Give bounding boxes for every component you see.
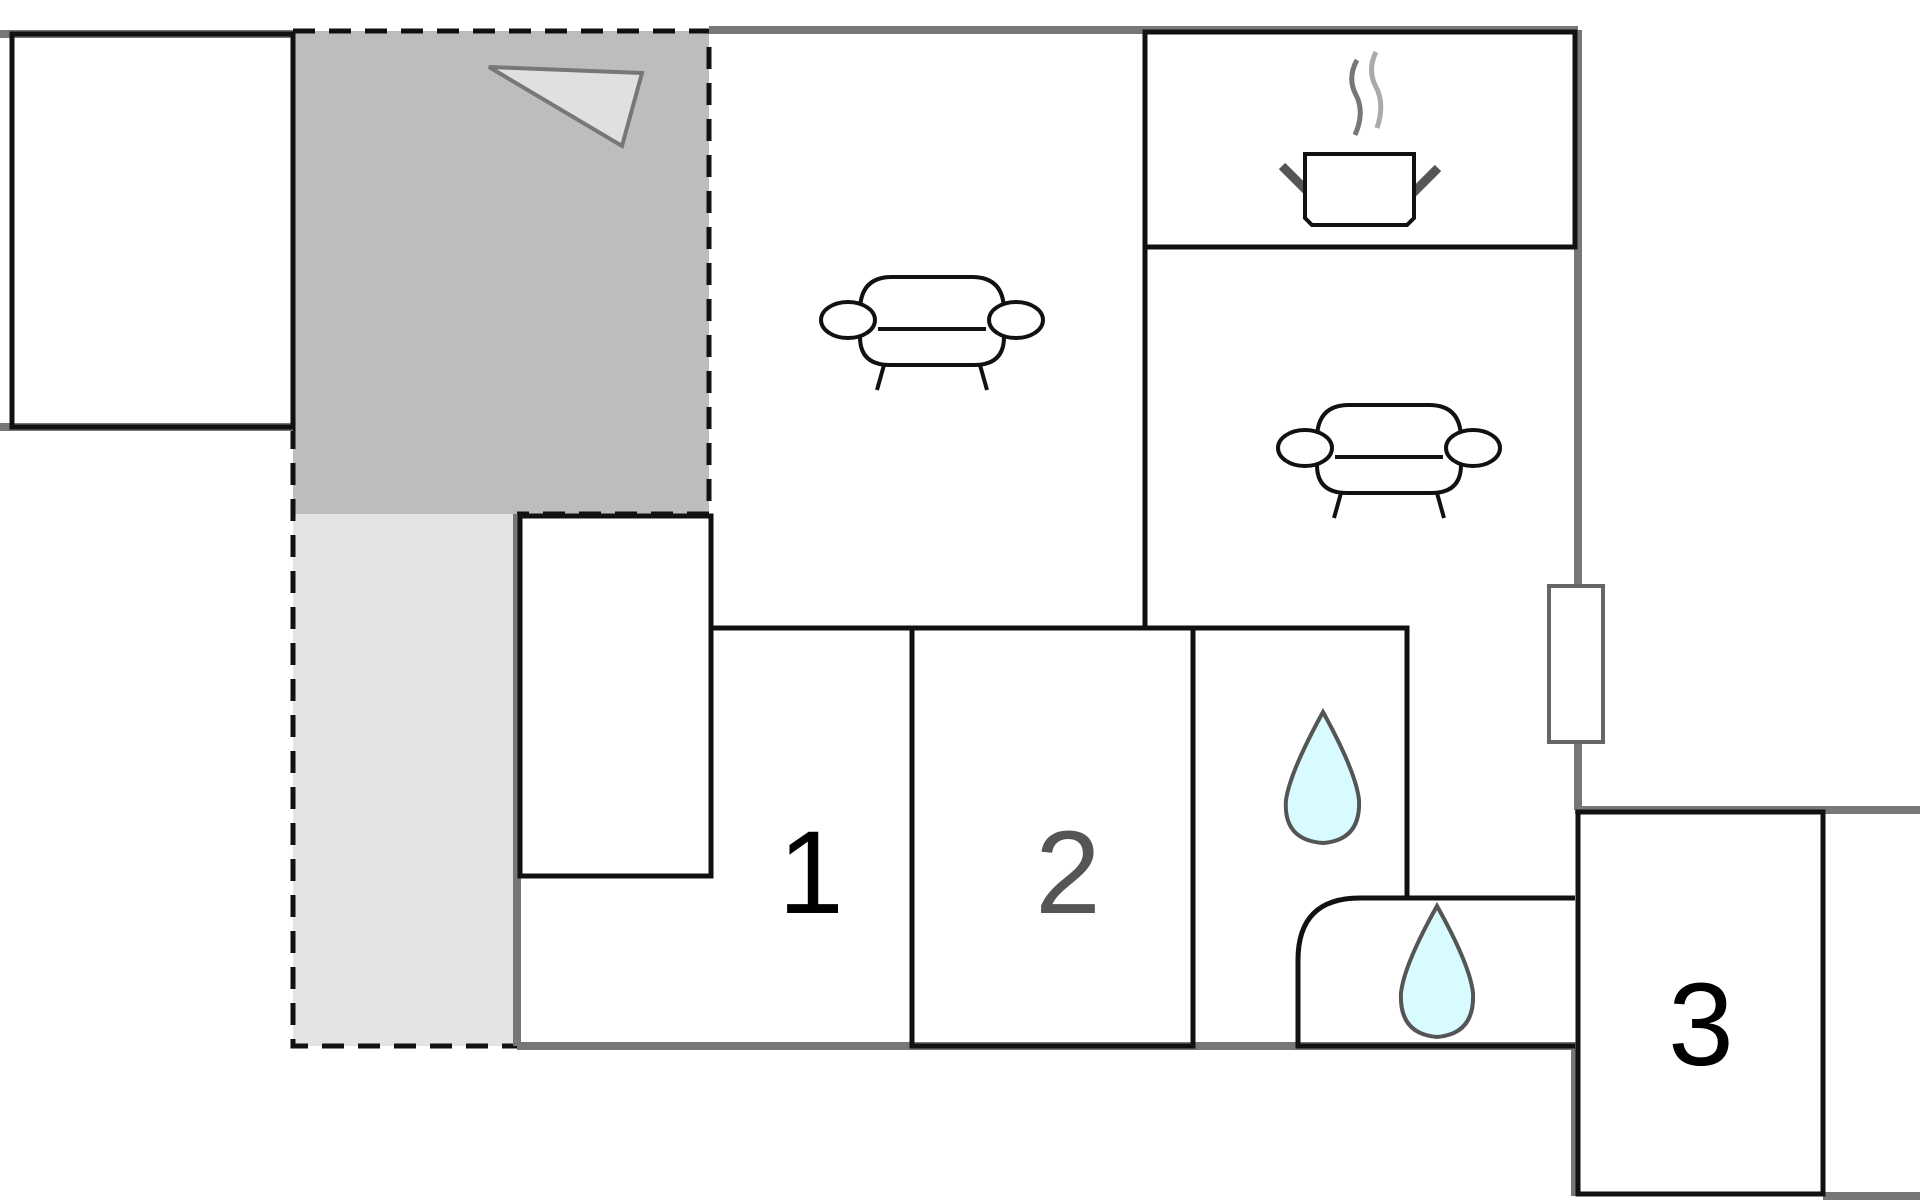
window [1547,584,1605,744]
bedroom-3 [1575,809,1826,1197]
covered-terrace [293,31,709,514]
water-drop-icon [1283,707,1362,846]
open-terrace [293,514,517,1046]
cooking-pot-icon [1278,50,1442,227]
triangle-icon [487,65,645,150]
sofa-icon [819,275,1045,391]
storage-room [517,513,714,879]
sofa-icon [1276,403,1502,519]
water-drop-icon [1398,901,1476,1040]
shower-wall [1295,895,1575,1049]
kitchen-room [1142,29,1578,250]
room-number-3: 3 [1668,959,1734,1091]
left-room [9,31,296,430]
room-number-2: 2 [1035,807,1101,939]
outer-walls [0,26,1920,1200]
room-walls [9,29,1826,1197]
room-number-1: 1 [778,807,844,939]
terrace-areas [290,28,712,1049]
